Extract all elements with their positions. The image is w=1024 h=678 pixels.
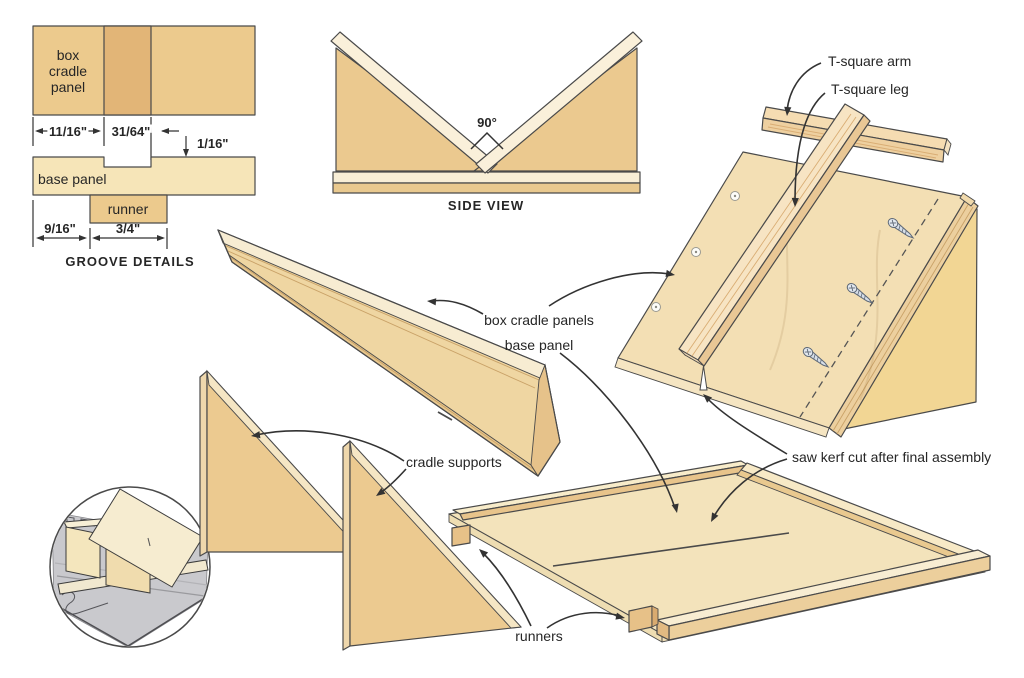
dim-3-4-label: 3/4" bbox=[116, 221, 140, 236]
arrowhead bbox=[615, 612, 625, 620]
tablesaw-inset bbox=[0, 416, 281, 678]
t-square-arm-end-cap bbox=[943, 138, 952, 156]
screw-hole bbox=[651, 302, 661, 312]
t-square-leg-grain bbox=[684, 113, 857, 360]
arrowhead bbox=[671, 503, 679, 513]
support2-edge-face bbox=[342, 440, 351, 651]
t-square-assembly bbox=[614, 103, 979, 438]
box-cradle-panels-arrow-left bbox=[431, 299, 484, 315]
base-panel-arrow bbox=[559, 352, 676, 509]
inset-jig-kerf-tick bbox=[147, 537, 151, 547]
panel-edge-band-laminations bbox=[832, 202, 974, 435]
dim-arrowhead bbox=[157, 235, 165, 241]
runner-block-right bbox=[628, 605, 653, 633]
arrowhead bbox=[376, 487, 386, 496]
box-cradle-panel-exploded bbox=[217, 229, 561, 477]
angle-90-label: 90° bbox=[477, 115, 497, 130]
arrowhead bbox=[711, 512, 719, 522]
side-view-caption: SIDE VIEW bbox=[448, 198, 524, 213]
arrowhead bbox=[784, 106, 792, 116]
dim-arrowhead bbox=[183, 149, 189, 157]
dim-31-64-label: 31/64" bbox=[112, 124, 151, 139]
right-angle-mark bbox=[470, 131, 504, 150]
callouts: T-square arm T-square leg box cradle pan… bbox=[251, 53, 991, 644]
dim-arrowhead bbox=[92, 235, 100, 241]
runners-label: runners bbox=[515, 628, 562, 644]
arrowhead bbox=[251, 431, 261, 439]
dim-arrowhead bbox=[79, 235, 87, 241]
saw-kerf-label: saw kerf cut after final assembly bbox=[792, 449, 991, 465]
groove-details-caption: GROOVE DETAILS bbox=[65, 254, 194, 269]
dimension-extension-lines-top bbox=[32, 117, 152, 160]
dim-9-16-label: 9/16" bbox=[44, 221, 75, 236]
box-cradle-panels-arrow-right bbox=[548, 271, 671, 307]
cradle-panel-far-lip-lines bbox=[223, 244, 540, 389]
dim-arrowhead bbox=[161, 128, 169, 134]
cradle-supports-arrow-left bbox=[255, 430, 405, 462]
groove-tongue-strip bbox=[103, 25, 152, 116]
arrowhead bbox=[791, 197, 799, 207]
box-cradle-panels-label: box cradle panels bbox=[484, 312, 594, 328]
screw-hole bbox=[691, 247, 701, 257]
arrowhead bbox=[665, 269, 675, 277]
side-view-right-cradle-board bbox=[475, 31, 643, 174]
base-panel-assembly bbox=[448, 460, 991, 643]
runner-block-right-side bbox=[651, 605, 659, 628]
side-view-left-cradle-board bbox=[330, 31, 498, 174]
groove-base-panel-label: base panel bbox=[38, 171, 107, 187]
support2-hypotenuse-strip bbox=[349, 439, 522, 629]
screw-hole bbox=[730, 191, 740, 201]
groove-details-diagram: box cradle panel 11/16" 31/64" 1/16" bas… bbox=[32, 25, 256, 269]
assembly-kerf-slit bbox=[699, 365, 708, 391]
side-view-base-top bbox=[332, 171, 641, 184]
inset-mask-ring bbox=[0, 416, 281, 678]
cradle-panel-kerf-tick bbox=[437, 411, 453, 421]
dimension-extension-lines-bottom bbox=[32, 200, 168, 249]
arrowhead bbox=[479, 549, 489, 558]
cradle-panel-outline bbox=[217, 229, 561, 477]
t-square-arm-arrow bbox=[786, 62, 822, 112]
t-square-leg-end-cap bbox=[678, 348, 705, 367]
saw-kerf-arrow-up bbox=[706, 397, 788, 455]
dim-11-16-label: 11/16" bbox=[49, 124, 87, 139]
runners-arrow-right bbox=[546, 611, 621, 629]
side-view-base-bottom bbox=[332, 182, 641, 194]
arrowhead bbox=[703, 394, 713, 403]
support1-edge-face bbox=[199, 370, 208, 557]
inset-jig-tilted-panel bbox=[88, 488, 204, 588]
saw-kerf-arrow-down bbox=[712, 458, 788, 519]
cradle-supports-label: cradle supports bbox=[406, 454, 502, 470]
cradle-support-1 bbox=[199, 369, 374, 557]
arrowhead bbox=[427, 298, 437, 306]
cradle-support-2 bbox=[342, 439, 522, 651]
groove-panel-label-line1: box bbox=[57, 47, 80, 63]
dim-1-16-label: 1/16" bbox=[197, 136, 228, 151]
groove-panel-label-line2: cradle bbox=[49, 63, 87, 79]
dim-arrowhead bbox=[36, 235, 44, 241]
cradle-panel-near-lip-line bbox=[229, 256, 534, 470]
dim-arrowhead bbox=[35, 128, 43, 134]
t-square-leg-arrow bbox=[794, 92, 826, 203]
runners-arrow-left bbox=[482, 552, 532, 627]
t-square-arm-label: T-square arm bbox=[828, 53, 911, 69]
front-rail-end-cap bbox=[656, 619, 670, 641]
inset-circle-outline bbox=[49, 486, 211, 648]
dim-arrowhead bbox=[93, 128, 101, 134]
groove-runner bbox=[89, 194, 168, 224]
assembly-panel-corner-bevel bbox=[959, 192, 976, 207]
assembly-panel-bottom-edge bbox=[614, 357, 830, 438]
base-panel-label: base panel bbox=[505, 337, 574, 353]
groove-runner-label: runner bbox=[108, 201, 149, 217]
t-square-leg-label: T-square leg bbox=[831, 81, 909, 97]
runner-block-left bbox=[451, 524, 471, 547]
groove-panel-label-line3: panel bbox=[51, 79, 85, 95]
base-kerf-line bbox=[552, 532, 790, 567]
side-view-diagram: 90° SIDE VIEW bbox=[330, 31, 643, 213]
